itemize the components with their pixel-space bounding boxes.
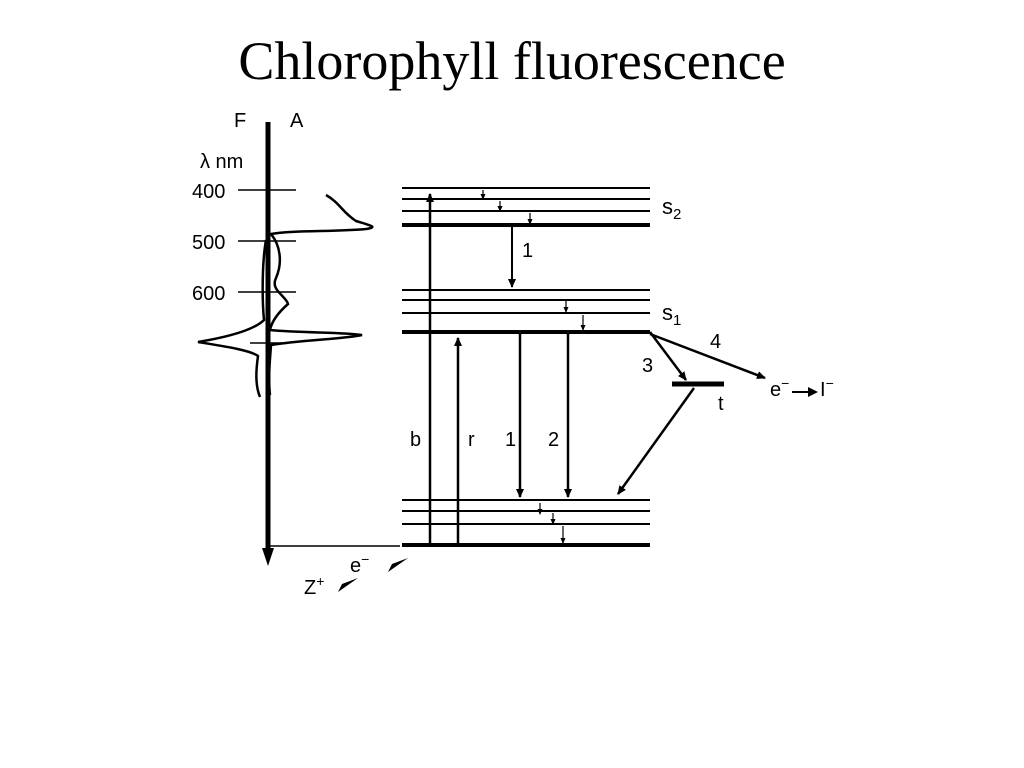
upper-transition-1-label: 1 (522, 240, 533, 262)
transition-4-label: 4 (710, 331, 721, 353)
slide-title: Chlorophyll fluorescence (238, 31, 786, 91)
absorption-label: A (290, 110, 304, 132)
wavelength-unit-label: λ nm (200, 151, 243, 173)
acceptor-superscript: − (826, 375, 834, 391)
donor-label: Z+ (304, 573, 324, 599)
donor-superscript: + (316, 573, 324, 589)
electron-in-arrow-icon (388, 558, 408, 572)
fluorescence-label: F (234, 110, 246, 132)
tick-label-400: 400 (192, 181, 225, 203)
triplet-decay-arrow (616, 387, 696, 495)
photochemistry-arrow (649, 332, 766, 380)
electron-out-superscript: − (781, 375, 789, 391)
electron-in-label: e− (350, 551, 369, 577)
donor-arrow-icon (338, 578, 358, 592)
electron-in-superscript: − (361, 551, 369, 567)
s1-subscript: 1 (673, 312, 681, 329)
s2-subscript: 2 (673, 206, 681, 223)
electron-to-acceptor-arrow-icon (792, 387, 818, 397)
tick-label-600: 600 (192, 283, 225, 305)
axis-arrow-icon (262, 548, 274, 566)
triplet-label: t (718, 393, 724, 415)
transition-2-label: 2 (548, 429, 559, 451)
acceptor-label: I− (820, 375, 834, 401)
r-label: r (468, 429, 475, 451)
transition-3-label: 3 (642, 355, 653, 377)
electron-out-label: e− (770, 375, 789, 401)
s2-label: s2 (662, 194, 681, 223)
fluorescence-spectrum-curve (197, 239, 268, 398)
b-label: b (410, 429, 421, 451)
transition-1-label: 1 (505, 429, 516, 451)
s1-label: s1 (662, 300, 681, 329)
tick-label-500: 500 (192, 232, 225, 254)
absorption-spectrum-curve (267, 193, 374, 396)
intersystem-crossing-arrow (649, 331, 687, 381)
